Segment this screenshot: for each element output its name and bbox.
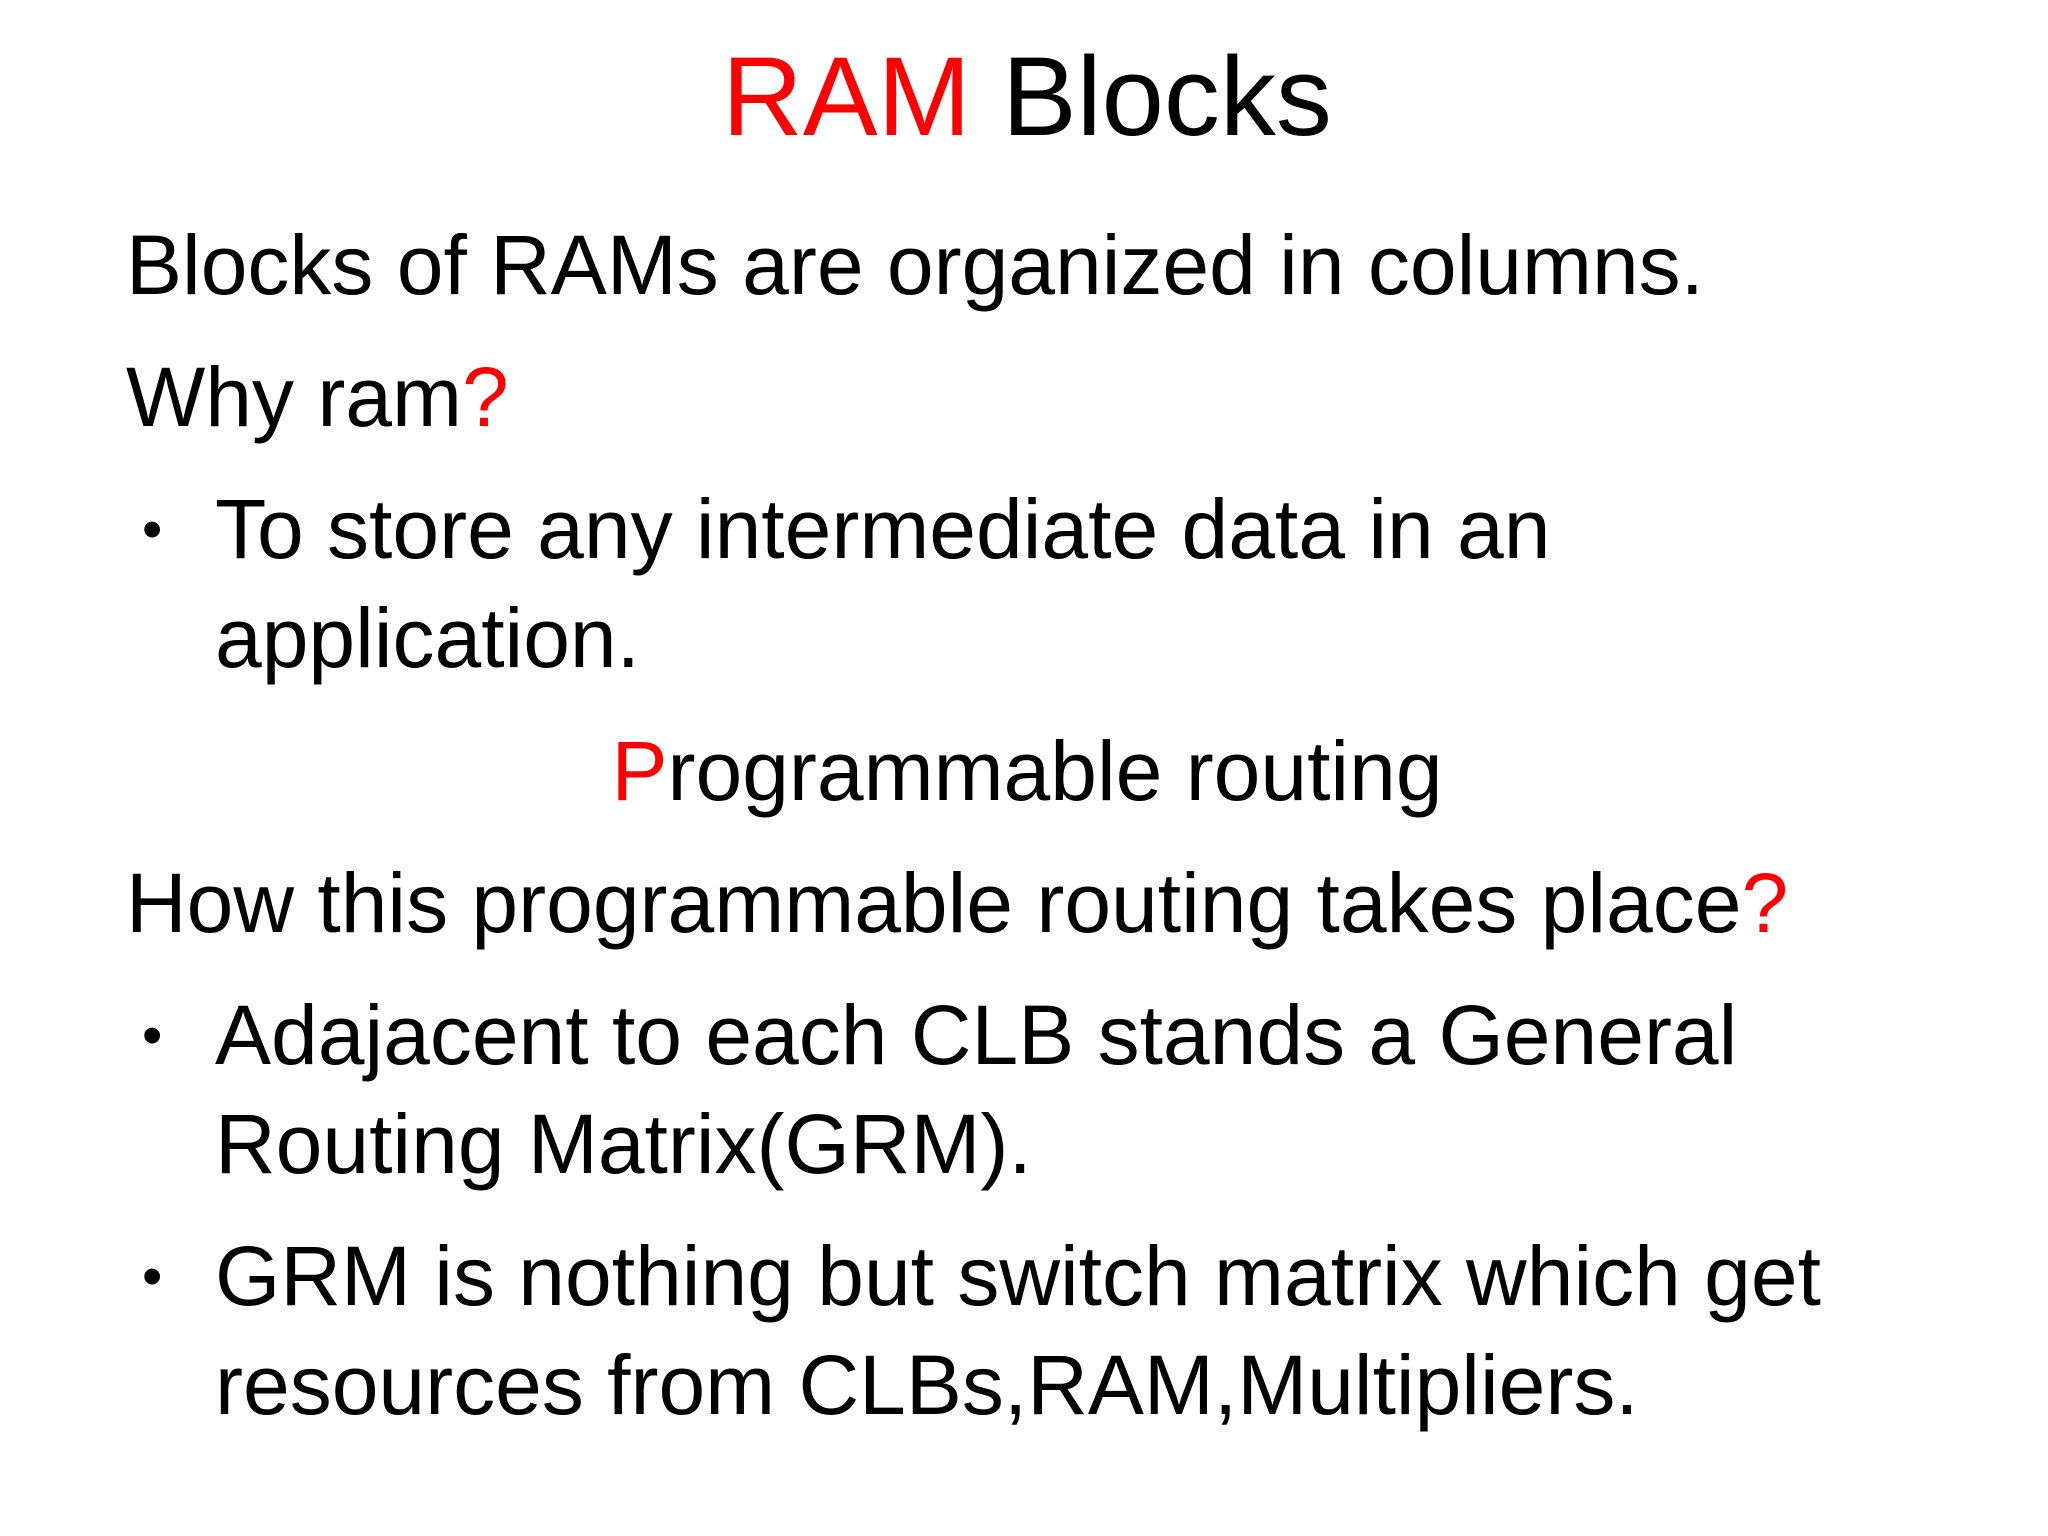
- bullet-icon: •: [142, 1002, 163, 1068]
- text-segment: Adajacent to each CLB stands a General: [215, 987, 1738, 1082]
- bullet-block: • To store any intermediate data in an app…: [126, 475, 1928, 693]
- text-segment: Blocks of RAMs are organized in columns.: [126, 218, 1704, 313]
- text-line: Routing Matrix(GRM).: [215, 1090, 1928, 1199]
- text-line: Adajacent to each CLB stands a General: [215, 981, 1928, 1090]
- text-segment: RAM: [722, 34, 971, 159]
- text-segment: GRM is nothing but switch matrix which g…: [215, 1228, 1821, 1323]
- text-segment: ?: [462, 350, 509, 445]
- text-segment: ?: [1741, 855, 1789, 950]
- text-line: application.: [215, 584, 1928, 693]
- paragraph-block: Blocks of RAMs are organized in columns.: [126, 211, 1928, 320]
- paragraph-block: Why ram?: [126, 343, 1928, 452]
- text-line: GRM is nothing but switch matrix which g…: [215, 1222, 1928, 1331]
- paragraph-block: Programmable routing: [126, 717, 1928, 826]
- text-segment: rogrammable routing: [667, 723, 1443, 818]
- text-line: Why ram?: [126, 343, 1928, 452]
- text-segment: P: [611, 723, 668, 818]
- text-line: Blocks of RAMs are organized in columns.: [126, 211, 1928, 320]
- text-segment: Why ram: [126, 350, 462, 445]
- bullet-block: • GRM is nothing but switch matrix which …: [126, 1222, 1928, 1440]
- paragraph-block: How this programmable routing takes plac…: [126, 849, 1928, 958]
- text-line: resources from CLBs,RAM,Multipliers.: [215, 1331, 1928, 1440]
- text-line: To store any intermediate data in an: [215, 475, 1928, 584]
- bullet-text: GRM is nothing but switch matrix which g…: [215, 1222, 1928, 1440]
- text-segment: To store any intermediate data in an: [215, 482, 1551, 577]
- text-segment: Routing Matrix(GRM).: [215, 1096, 1032, 1191]
- bullet-text: To store any intermediate data in an appl…: [215, 475, 1928, 693]
- text-segment: Blocks: [970, 34, 1332, 159]
- text-line: Programmable routing: [126, 717, 1928, 826]
- text-segment: resources from CLBs,RAM,Multipliers.: [215, 1337, 1639, 1432]
- text-segment: How this programmable routing takes plac…: [126, 855, 1742, 950]
- bullet-icon: •: [142, 497, 163, 563]
- text-segment: application.: [215, 591, 640, 686]
- slide-title: RAM Blocks: [126, 30, 1928, 164]
- text-line: How this programmable routing takes plac…: [126, 849, 1928, 958]
- bullet-icon: •: [142, 1243, 163, 1309]
- slide-body: Blocks of RAMs are organized in columns.…: [126, 211, 1928, 1439]
